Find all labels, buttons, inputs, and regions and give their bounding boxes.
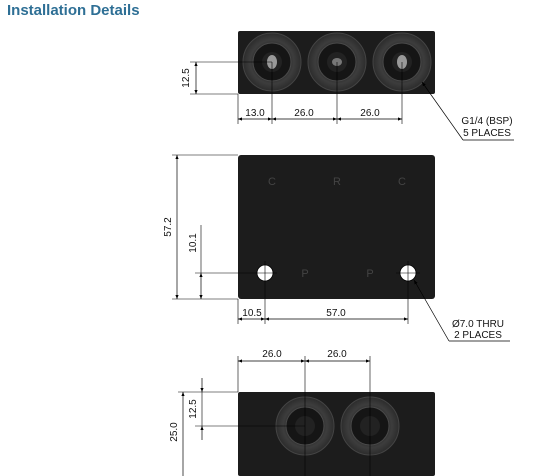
- bottom-view: 26.0 26.0 25.0 12.5: [169, 349, 435, 476]
- front-block: [238, 155, 435, 299]
- front-dim-left: 10.5: [242, 308, 262, 319]
- top-callout-line2: 5 PLACES: [463, 128, 511, 139]
- port-label-r: R: [333, 176, 341, 188]
- mounting-hole-left: [253, 261, 277, 285]
- bottom-block: [238, 392, 435, 476]
- mounting-hole-right: [396, 261, 420, 285]
- bottom-dim-height: 25.0: [169, 422, 180, 442]
- top-dim-mid: 26.0: [294, 108, 314, 119]
- top-dim-right: 26.0: [360, 108, 380, 119]
- port-label-p2: P: [366, 268, 373, 280]
- top-dim-height: 12.5: [181, 68, 192, 88]
- bottom-dim-left: 26.0: [262, 349, 282, 360]
- front-dim-span: 57.0: [326, 308, 346, 319]
- front-callout-line2: 2 PLACES: [454, 330, 502, 341]
- front-view: C R C P P 57.2 10.1 10.5 57.0: [163, 154, 510, 342]
- front-callout-line1: Ø7.0 THRU: [452, 319, 504, 330]
- bottom-dim-right: 26.0: [327, 349, 347, 360]
- top-callout-line1: G1/4 (BSP): [461, 116, 512, 127]
- page-title: Installation Details: [7, 2, 140, 19]
- top-view: 13.0 26.0 26.0 12.5 G1/4 (BSP) 5 PLACES: [181, 31, 514, 141]
- bottom-dim-port-height: 12.5: [188, 399, 199, 419]
- port-label-c1: C: [268, 176, 276, 188]
- port-label-c2: C: [398, 176, 406, 188]
- top-dim-left: 13.0: [245, 108, 265, 119]
- port-label-p1: P: [301, 268, 308, 280]
- front-dim-height: 57.2: [163, 217, 174, 237]
- front-dim-hole-height: 10.1: [188, 233, 199, 253]
